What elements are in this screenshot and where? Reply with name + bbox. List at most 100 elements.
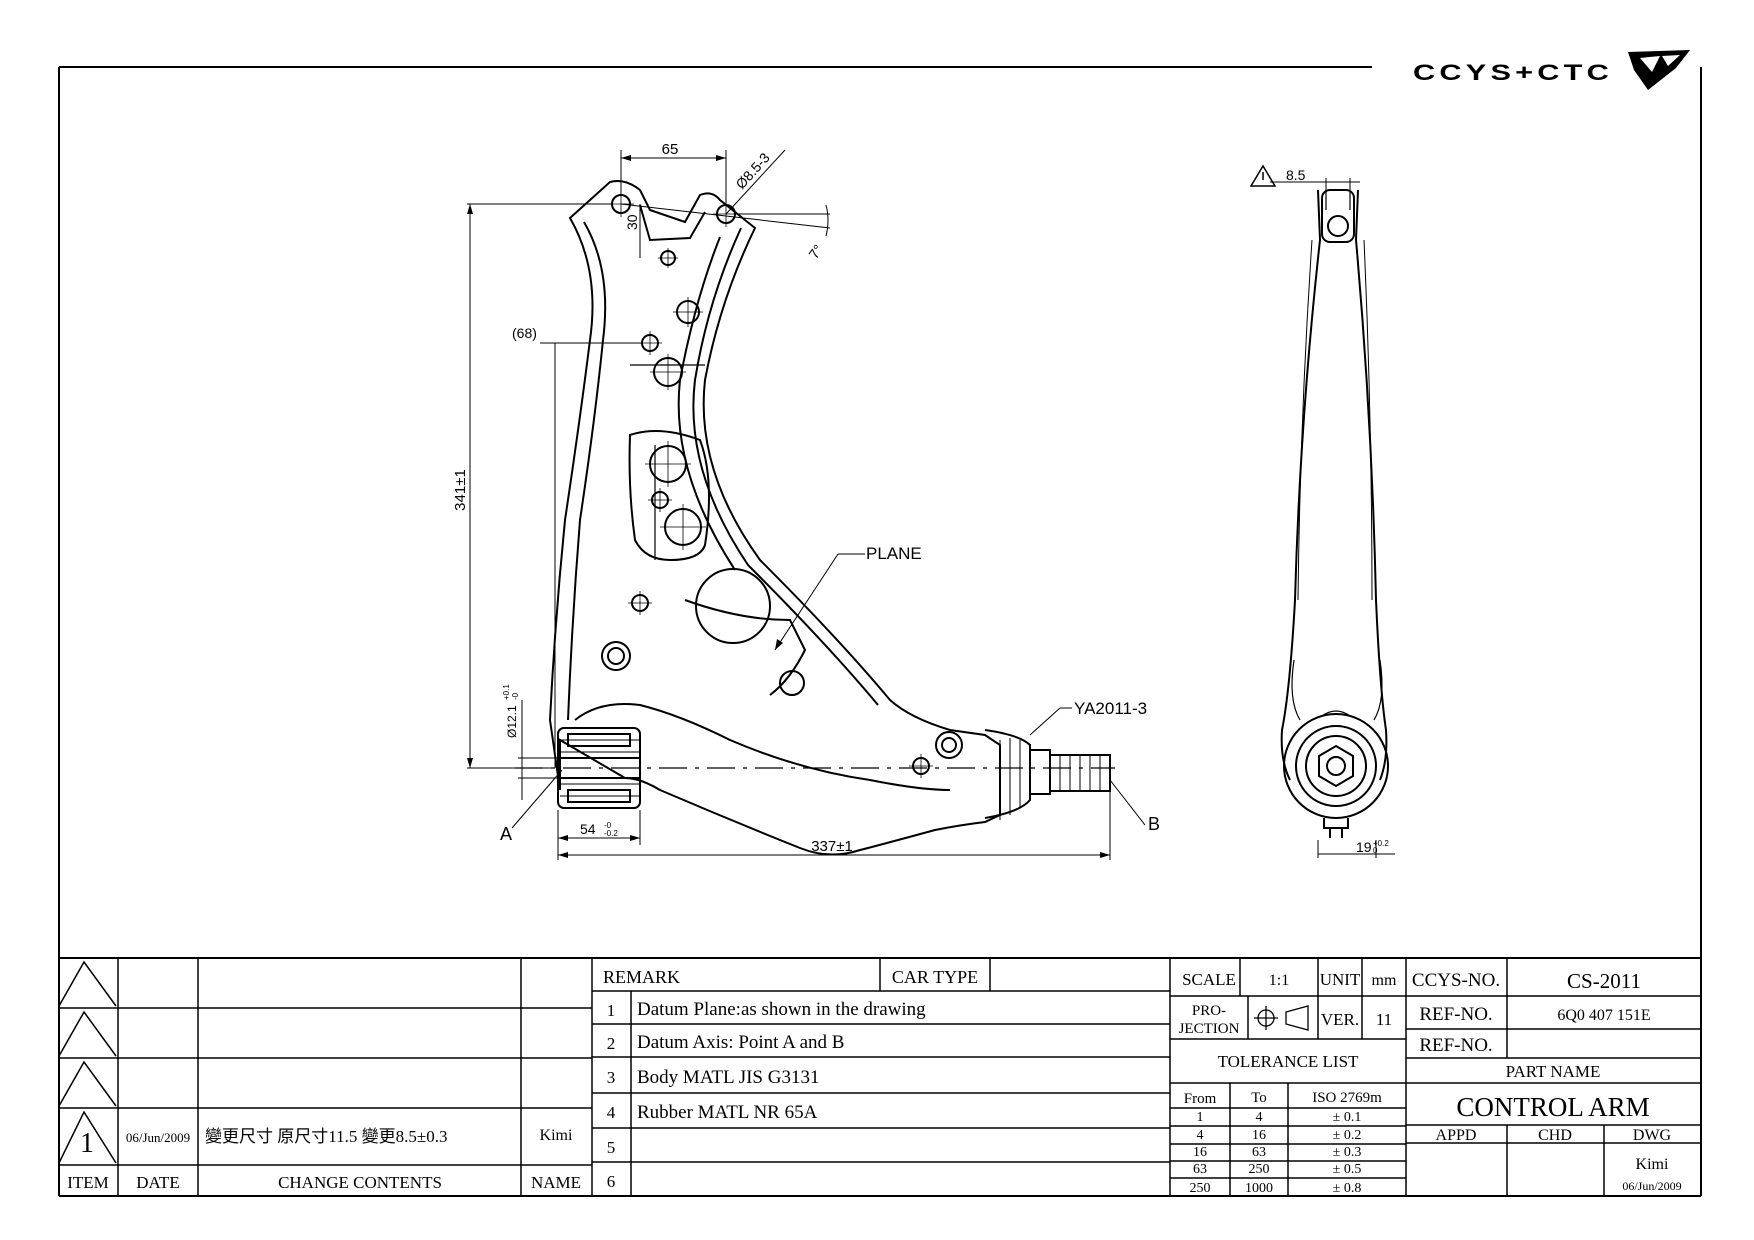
title-block: CCYS-NO. CS-2011 REF-NO. 6Q0 407 151E RE… <box>1412 969 1682 1193</box>
brand-v-logo-icon <box>1628 50 1690 90</box>
label-plane: PLANE <box>866 544 922 563</box>
ver-value: 11 <box>1376 1010 1392 1029</box>
tol-row-5-from: 250 <box>1190 1181 1211 1196</box>
remark-title: REMARK <box>603 967 680 987</box>
control-arm-front-view <box>515 180 1115 856</box>
unit-label: UNIT <box>1320 970 1361 989</box>
dim-bore: Ø12.1 <box>505 705 519 738</box>
car-type-label: CAR TYPE <box>892 967 978 987</box>
tol-header-to: To <box>1251 1090 1267 1106</box>
tol-row-4-tol: ± 0.5 <box>1333 1162 1362 1177</box>
tol-row-3-from: 16 <box>1193 1145 1207 1160</box>
dim-54-lower: -0.2 <box>604 829 618 838</box>
ccys-number: CS-2011 <box>1567 969 1641 993</box>
dim-54: 54 <box>580 821 596 837</box>
rev-header-change: CHANGE CONTENTS <box>278 1173 442 1192</box>
warning-triangle-icon <box>1249 164 1277 187</box>
rev-date: 06/Jun/2009 <box>126 1130 190 1145</box>
dim-bore-lower: -0 <box>511 692 520 700</box>
tol-row-1-tol: ± 0.1 <box>1333 1110 1362 1125</box>
dim-19: 19 <box>1356 839 1372 855</box>
tol-row-1-to: 4 <box>1256 1110 1263 1125</box>
dim-19-upper: +0.2 <box>1373 839 1389 848</box>
scale-label: SCALE <box>1182 970 1236 989</box>
revision-table-grid <box>58 958 593 1196</box>
control-arm-side-view <box>1280 189 1389 838</box>
ver-label: VER. <box>1321 1010 1359 1029</box>
dim-68: (68) <box>512 325 537 341</box>
tol-header-iso: ISO 2769m <box>1312 1090 1382 1106</box>
remark-n-3: 3 <box>607 1068 616 1087</box>
label-a: A <box>500 824 512 844</box>
dim-8-5: 8.5 <box>1286 167 1306 183</box>
remark-n-6: 6 <box>607 1172 616 1191</box>
remark-n-5: 5 <box>607 1138 616 1157</box>
dim-337: 337±1 <box>811 838 853 855</box>
scale-value: 1:1 <box>1269 972 1289 989</box>
rev-name: Kimi <box>540 1127 573 1144</box>
ref2-label: REF-NO. <box>1419 1035 1492 1056</box>
dim-19-lower: 0 <box>1373 846 1378 855</box>
brand-logo: CCYS+CTC <box>1413 50 1690 90</box>
tol-row-2-tol: ± 0.2 <box>1333 1128 1362 1143</box>
rev-header-item: ITEM <box>67 1173 109 1192</box>
remark-text-4: Rubber MATL NR 65A <box>637 1102 818 1123</box>
dim-30: 30 <box>624 214 640 230</box>
rev-change: 變更尺寸 原尺寸11.5 變更8.5±0.3 <box>205 1127 447 1146</box>
drawn-date: 06/Jun/2009 <box>1622 1179 1681 1193</box>
tol-row-4-from: 63 <box>1193 1162 1207 1177</box>
tolerance-title: TOLERANCE LIST <box>1218 1052 1359 1071</box>
rev-item: 1 <box>80 1128 94 1159</box>
drawn-by: Kimi <box>1636 1156 1669 1173</box>
dimension-lines <box>467 149 1146 860</box>
tol-header-from: From <box>1184 1091 1217 1107</box>
dim-65: 65 <box>662 141 679 158</box>
tol-row-2-from: 4 <box>1197 1128 1204 1143</box>
remark-text-2: Datum Axis: Point A and B <box>637 1032 844 1053</box>
revision-rows: 1 06/Jun/2009 變更尺寸 原尺寸11.5 變更8.5±0.3 Kim… <box>67 1127 581 1192</box>
title-block-grid <box>1406 958 1701 1196</box>
remark-n-1: 1 <box>607 1001 616 1020</box>
remark-n-4: 4 <box>607 1103 616 1122</box>
remark-text-1: Datum Plane:as shown in the drawing <box>637 999 926 1020</box>
dwg-label: DWG <box>1633 1127 1672 1144</box>
appd-label: APPD <box>1436 1127 1477 1144</box>
tol-row-5-to: 1000 <box>1245 1181 1273 1196</box>
unit-value: mm <box>1372 972 1397 989</box>
rev-header-date: DATE <box>136 1173 179 1192</box>
sheet-border <box>58 66 1702 1197</box>
spec-grid <box>1170 958 1407 1196</box>
rev-header-name: NAME <box>531 1173 581 1192</box>
remark-table-grid <box>592 958 1171 1196</box>
tol-row-1-from: 1 <box>1197 1110 1204 1125</box>
ref-label: REF-NO. <box>1419 1004 1492 1025</box>
ccys-label: CCYS-NO. <box>1412 970 1500 991</box>
side-view-dimensions <box>1249 164 1395 858</box>
chd-label: CHD <box>1538 1127 1572 1144</box>
brand-logo-text: CCYS+CTC <box>1413 60 1613 85</box>
spec-texts: SCALE 1:1 UNIT mm PRO- JECTION VER. 11 T… <box>1179 970 1397 1196</box>
projection-symbol-icon <box>1254 1005 1309 1031</box>
dim-341: 341±1 <box>452 469 469 511</box>
tol-row-3-to: 63 <box>1252 1145 1266 1160</box>
projection-label-1: PRO- <box>1192 1003 1226 1019</box>
tol-row-4-to: 250 <box>1249 1162 1270 1177</box>
dim-54-upper: -0 <box>604 821 612 830</box>
dim-bore-upper: +0.1 <box>502 684 511 700</box>
part-name: CONTROL ARM <box>1456 1092 1649 1122</box>
remarks: REMARK CAR TYPE 1 Datum Plane:as shown i… <box>603 967 978 1191</box>
tol-row-3-tol: ± 0.3 <box>1333 1145 1362 1160</box>
remark-text-3: Body MATL JIS G3131 <box>637 1067 819 1088</box>
tol-row-2-to: 16 <box>1252 1128 1266 1143</box>
label-b: B <box>1148 814 1160 834</box>
tol-row-5-tol: ± 0.8 <box>1333 1181 1362 1196</box>
dimension-arrows <box>467 155 1110 858</box>
dim-angle: 7° <box>805 242 826 262</box>
label-joint: YA2011-3 <box>1074 699 1147 718</box>
dimension-texts: 65 Ø8.5-3 30 7° (68) 341±1 Ø12.1 +0.1 -0… <box>452 141 1160 855</box>
ref-number: 6Q0 407 151E <box>1557 1007 1650 1024</box>
part-name-label: PART NAME <box>1506 1062 1601 1081</box>
remark-n-2: 2 <box>607 1034 616 1053</box>
projection-label-2: JECTION <box>1179 1021 1240 1037</box>
